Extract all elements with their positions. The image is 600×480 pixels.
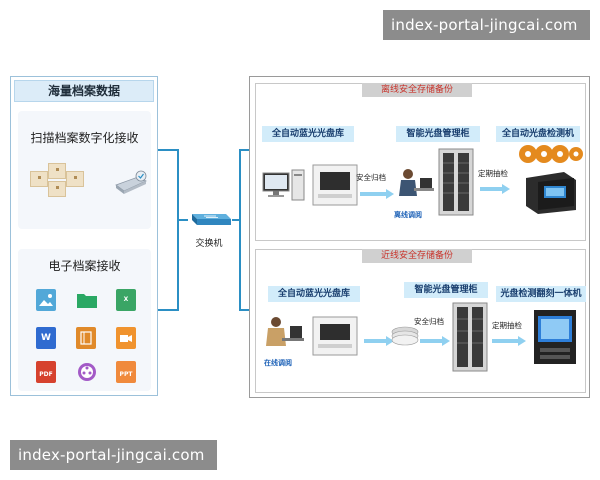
scan-label: 扫描档案数字化接收 xyxy=(30,131,139,145)
pdf-file-icon: PDF xyxy=(36,361,56,383)
media-file-icon xyxy=(76,361,96,383)
connector-line xyxy=(178,219,188,221)
connector-line xyxy=(239,309,250,311)
connector-line xyxy=(239,149,250,151)
connector-line xyxy=(177,149,179,311)
nearline-section-title: 近线安全存储备份 xyxy=(362,249,472,263)
nearline-inspect-arrow xyxy=(492,336,526,346)
operator-person-icon xyxy=(399,169,434,196)
offline-cabinet-label: 智能光盘管理柜 xyxy=(396,126,480,142)
image-file-icon xyxy=(36,289,56,311)
switch-label: 交换机 xyxy=(195,239,223,249)
offline-inspect-text: 定期抽检 xyxy=(478,169,508,178)
detect-rewrite-machine-icon xyxy=(534,310,576,364)
offline-archive-text: 安全归档 xyxy=(356,173,386,182)
archive-box-icon xyxy=(30,171,48,187)
watermark-bottom: index-portal-jingcai.com xyxy=(10,440,217,470)
nearline-archive-arrow xyxy=(364,336,394,346)
archive-box-icon xyxy=(48,163,66,179)
watermark-top: index-portal-jingcai.com xyxy=(383,10,590,40)
archive-data-title: 海量档案数据 xyxy=(14,80,154,102)
connector-line xyxy=(158,149,178,151)
archive-data-panel: 海量档案数据 扫描档案数字化接收 电子档案接收 X W xyxy=(10,76,158,396)
folder-icon xyxy=(76,289,97,311)
excel-file-icon: X xyxy=(116,289,136,311)
connector-line xyxy=(232,219,240,221)
offline-inspect-arrow xyxy=(480,184,510,194)
ppt-file-icon: PPT xyxy=(116,361,136,383)
book-file-icon xyxy=(76,327,96,349)
offline-disc-library-label: 全自动蓝光光盘库 xyxy=(262,126,354,142)
disc-cabinet-icon xyxy=(438,148,474,216)
disc-library-icon xyxy=(312,316,358,356)
ebook-label: 电子档案接收 xyxy=(48,259,121,273)
network-switch-icon xyxy=(192,214,231,225)
nearline-disc-library-label: 全自动蓝光光盘库 xyxy=(268,286,360,302)
nearline-caption: 在线调阅 xyxy=(264,359,292,367)
disc-stack-icon xyxy=(391,326,419,346)
video-file-icon xyxy=(116,327,136,349)
optical-disc-icon xyxy=(519,145,583,163)
offline-section-title: 离线安全存储备份 xyxy=(362,83,472,97)
disc-library-icon xyxy=(312,164,358,206)
disc-detector-icon xyxy=(526,172,576,214)
nearline-detector-label: 光盘检测翻刻一体机 xyxy=(496,286,586,302)
scan-section: 扫描档案数字化接收 xyxy=(18,111,151,229)
connector-line xyxy=(239,149,241,311)
nearline-cabinet-label: 智能光盘管理柜 xyxy=(404,282,488,298)
offline-caption: 离线调阅 xyxy=(394,211,422,219)
connector-line xyxy=(158,309,178,311)
ebook-section: 电子档案接收 X W PDF PPT xyxy=(18,249,151,391)
online-user-icon xyxy=(266,317,304,346)
archive-box-icon xyxy=(48,181,66,197)
storage-backup-panel: 离线安全存储备份 全自动蓝光光盘库 智能光盘管理柜 全自动光盘检测机 安全归档 xyxy=(249,76,590,398)
offline-detector-label: 全自动光盘检测机 xyxy=(496,126,580,142)
nearline-archive-arrow-2 xyxy=(420,336,450,346)
word-file-icon: W xyxy=(36,327,56,349)
archive-box-icon xyxy=(66,171,84,187)
scanner-icon xyxy=(115,170,147,194)
nearline-archive-text: 安全归档 xyxy=(414,317,444,326)
disc-cabinet-icon xyxy=(452,302,488,372)
nearline-inspect-text: 定期抽检 xyxy=(492,321,522,330)
offline-archive-arrow xyxy=(360,189,394,199)
offline-backup-section: 离线安全存储备份 全自动蓝光光盘库 智能光盘管理柜 全自动光盘检测机 安全归档 xyxy=(255,83,586,241)
nearline-backup-section: 近线安全存储备份 全自动蓝光光盘库 智能光盘管理柜 光盘检测翻刻一体机 在线调阅 xyxy=(255,249,586,393)
desktop-computer-icon xyxy=(262,169,305,201)
